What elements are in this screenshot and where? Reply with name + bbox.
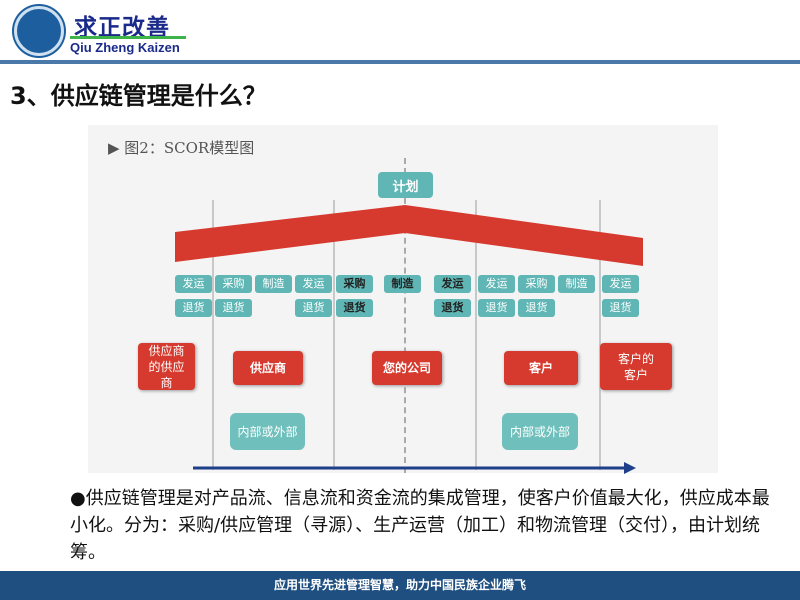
center-dashed-line — [404, 158, 406, 473]
divider — [599, 200, 601, 470]
return-box: 退货 — [518, 299, 555, 317]
entity-supplier-of-supplier: 供应商的供应商 — [138, 343, 195, 390]
header-divider — [0, 60, 800, 64]
logo-icon — [14, 6, 64, 56]
return-box: 退货 — [336, 299, 373, 317]
return-box: 退货 — [478, 299, 515, 317]
plan-box: 计划 — [378, 172, 433, 198]
entity-customer-of-customer: 客户的客户 — [600, 343, 672, 390]
process-box: 采购 — [518, 275, 555, 293]
return-box: 退货 — [602, 299, 639, 317]
process-box: 制造 — [384, 275, 421, 293]
footer-slogan: 应用世界先进管理智慧，助力中国民族企业腾飞 — [0, 571, 800, 600]
divider — [333, 200, 335, 470]
return-box: 退货 — [215, 299, 252, 317]
process-box: 发运 — [478, 275, 515, 293]
divider — [475, 200, 477, 470]
figure-caption: ▶ 图2：SCOR模型图 — [108, 139, 255, 157]
process-box: 制造 — [558, 275, 595, 293]
internal-external-box: 内部或外部 — [502, 413, 578, 450]
logo-subtext: Qiu Zheng Kaizen — [70, 40, 180, 55]
process-box: 发运 — [295, 275, 332, 293]
logo-underline — [70, 36, 186, 39]
body-text: ●供应链管理是对产品流、信息流和资金流的集成管理，使客户价值最大化，供应成本最小… — [70, 488, 770, 563]
return-box: 退货 — [295, 299, 332, 317]
internal-external-box: 内部或外部 — [230, 413, 305, 450]
slide-title: 3、供应链管理是什么？ — [10, 82, 267, 110]
return-box: 退货 — [175, 299, 212, 317]
divider — [212, 200, 214, 470]
entity-supplier: 供应商 — [233, 351, 303, 385]
process-box: 发运 — [434, 275, 471, 293]
entity-customer: 客户 — [504, 351, 578, 385]
process-box: 制造 — [255, 275, 292, 293]
entity-your-company: 您的公司 — [372, 351, 442, 385]
return-box: 退货 — [434, 299, 471, 317]
process-box: 采购 — [336, 275, 373, 293]
process-box: 采购 — [215, 275, 252, 293]
process-box: 发运 — [602, 275, 639, 293]
process-box: 发运 — [175, 275, 212, 293]
